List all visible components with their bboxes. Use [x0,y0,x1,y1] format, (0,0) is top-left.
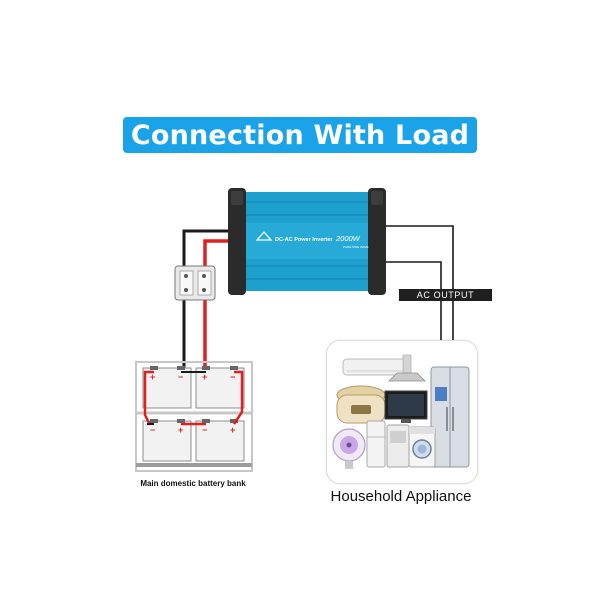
mini-fridge-icon [366,420,386,468]
logo-mark-icon [255,231,273,241]
inverter-endcap-left [228,188,246,295]
battery-2: + − [195,366,245,409]
ac-wire-top [382,225,454,340]
battery-minus: − [230,372,235,382]
ac-wires [382,225,454,340]
battery-plus: + [178,425,183,435]
dc-wires [182,229,232,368]
battery-3: − + [142,419,192,462]
battery-1: + − [142,366,192,409]
battery-4: − + [195,419,245,462]
appliance-caption: Household Appliance [330,488,472,505]
fan-icon [332,428,366,469]
battery-minus: − [178,372,183,382]
fuse-holder [174,265,216,301]
battery-plus: + [150,372,155,382]
negative-wire [182,229,232,268]
positive-wire [203,239,232,268]
fridge-icon [430,366,470,468]
inverter: DC-AC Power Inverter 2000W PURE SINE WAV… [228,188,386,295]
battery-interconnect [143,370,154,426]
inverter-endcap-right [368,188,386,295]
washing-machine-icon [408,426,436,468]
battery-bank-caption: Main domestic battery bank [140,479,246,488]
battery-minus: − [202,425,207,435]
appliance-panel [326,340,478,484]
tv-icon [384,390,428,423]
appliance-illustration [332,354,470,469]
title-banner: Connection With Load [123,117,477,153]
battery-bank: + − + − − + − + [135,361,253,472]
inverter-power: 2000W [335,234,361,243]
ac-wire-bottom [382,261,442,340]
range-hood-icon [388,354,426,382]
battery-plus: + [230,425,235,435]
microwave-icon [386,424,410,468]
inverter-name: DC-AC Power Inverter [275,237,333,243]
rice-cooker-icon [336,385,386,424]
battery-minus: − [150,425,155,435]
battery-interconnect [232,370,244,425]
battery-plus: + [202,372,207,382]
ac-output-label: AC OUTPUT [399,289,492,301]
inverter-subtitle: PURE SINE WAVE [343,245,369,249]
air-conditioner-icon [342,358,410,376]
page-title: Connection With Load [130,119,470,151]
